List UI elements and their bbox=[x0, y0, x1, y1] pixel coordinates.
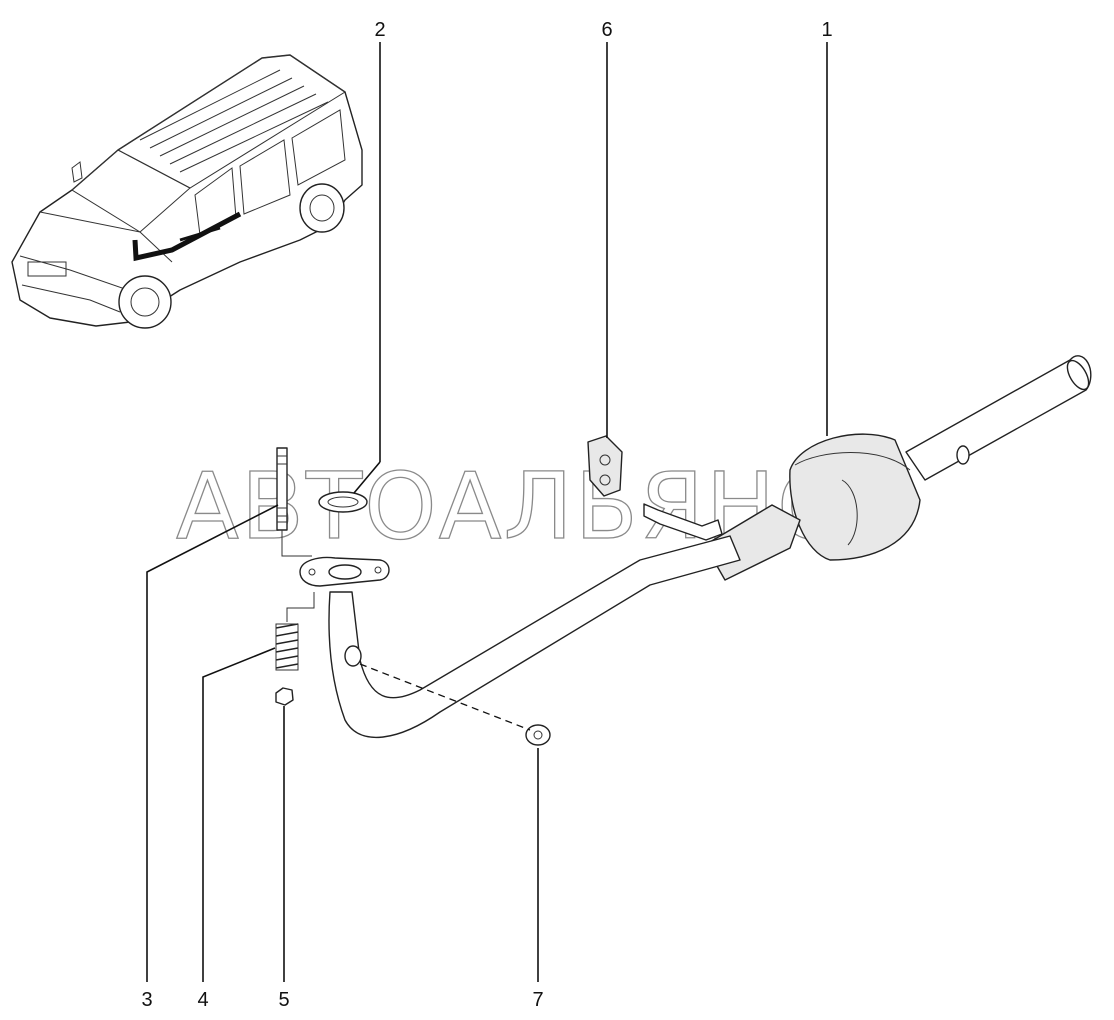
spring bbox=[275, 592, 315, 671]
callout-1: 1 bbox=[821, 19, 832, 41]
callout-labels: 1 2 6 3 4 5 7 bbox=[141, 19, 832, 1011]
callout-6: 6 bbox=[601, 19, 612, 41]
exhaust-pipe-with-catalyst bbox=[299, 355, 1092, 739]
callout-3: 3 bbox=[141, 989, 152, 1011]
gasket bbox=[318, 491, 368, 513]
callout-5: 5 bbox=[278, 989, 289, 1011]
rubber-mount bbox=[587, 435, 723, 541]
vehicle-thumbnail bbox=[11, 54, 363, 329]
leader-lines bbox=[146, 42, 828, 982]
nut bbox=[275, 687, 294, 706]
assembly-line bbox=[359, 663, 531, 731]
callout-2: 2 bbox=[374, 19, 385, 41]
callout-7: 7 bbox=[532, 989, 543, 1011]
callout-4: 4 bbox=[197, 989, 208, 1011]
stud bbox=[276, 447, 312, 557]
washer bbox=[525, 724, 551, 746]
